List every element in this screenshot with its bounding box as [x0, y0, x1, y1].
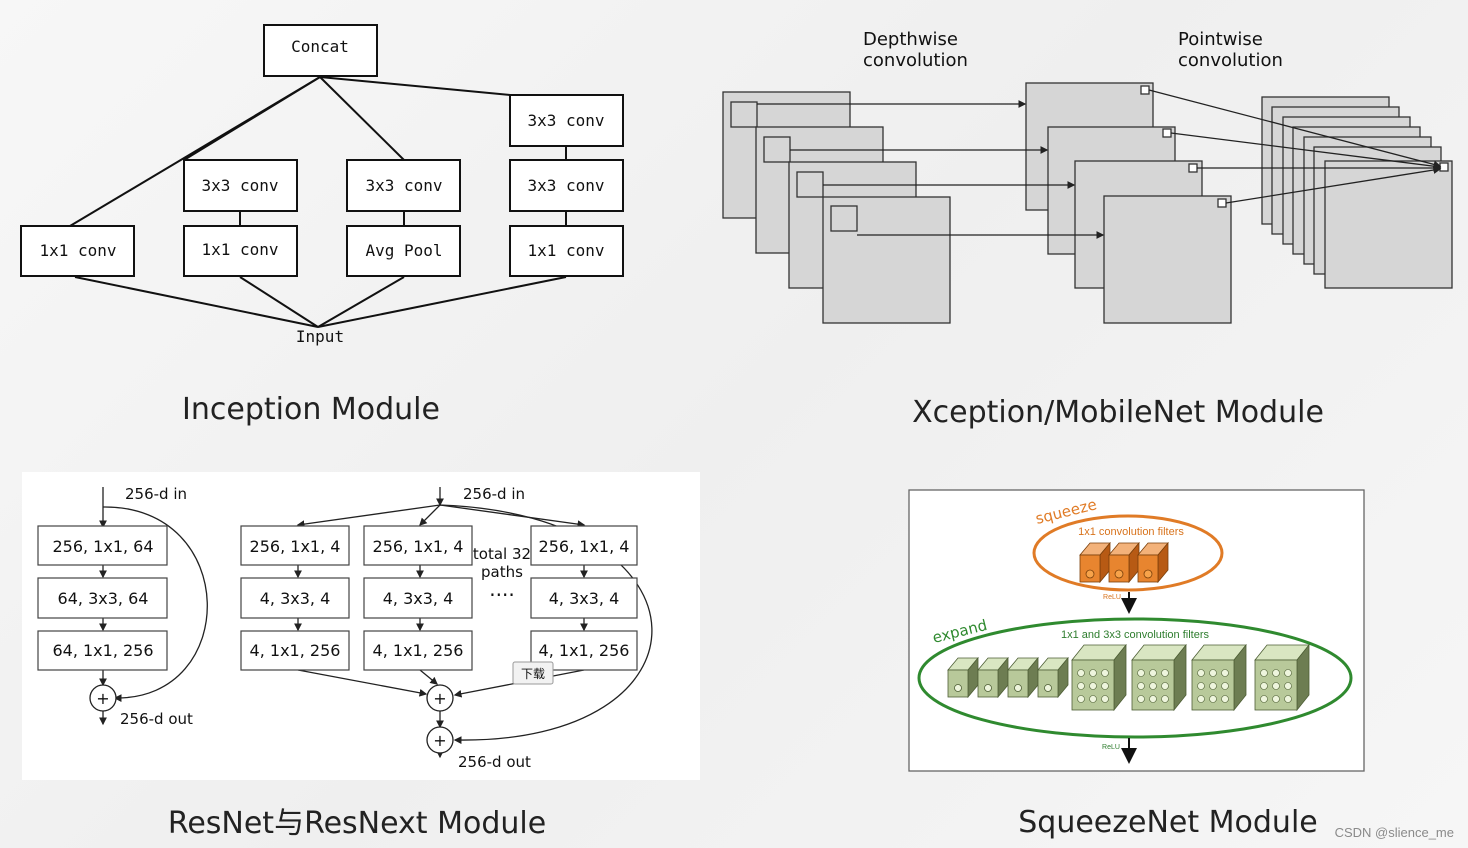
resnet-out-label: 256-d out [120, 710, 193, 728]
conv3x3-box-b4-top [509, 94, 624, 147]
squeezenet-caption: SqueezeNet Module [1018, 805, 1318, 840]
xception-diagram [722, 82, 1453, 324]
download-tooltip[interactable]: 下载 [512, 661, 554, 685]
avgpool-box [346, 225, 461, 277]
xception-arrows [757, 89, 1442, 239]
input-label: Input [296, 327, 344, 346]
resnext-p3-block-2: 4, 3x3, 4 [549, 589, 620, 608]
resnext-out-label: 256-d out [458, 753, 531, 771]
conv3x3-label: 3x3 conv [201, 176, 278, 195]
depthwise-label: Depthwise [863, 29, 958, 50]
conv3x3-box-b2 [183, 159, 298, 212]
inception-boxes [20, 24, 624, 277]
relu-label-top: ReLU [1103, 594, 1121, 601]
conv1x1-label: 1x1 conv [201, 240, 278, 259]
resnet-in-label: 256-d in [125, 485, 187, 503]
conv1x1-label: 1x1 conv [527, 241, 604, 260]
resnext-in-label: 256-d in [463, 485, 525, 503]
pointwise-label-2: convolution [1178, 50, 1283, 71]
conv3x3-box-b3 [346, 159, 461, 212]
resnet-diagram [89, 487, 653, 759]
resnext-p2-block-2: 4, 3x3, 4 [383, 589, 454, 608]
concat-box [263, 24, 378, 77]
ellipsis-dots: ···· [489, 583, 514, 607]
pointwise-label: Pointwise [1178, 29, 1263, 50]
conv1x1-box-left [20, 225, 135, 277]
conv3x3-label: 3x3 conv [527, 176, 604, 195]
resnext-p3-block-1: 256, 1x1, 4 [539, 537, 630, 556]
resnext-plus-2: + [433, 731, 446, 750]
resnext-p1-block-2: 4, 3x3, 4 [260, 589, 331, 608]
resnext-p1-block-1: 256, 1x1, 4 [250, 537, 341, 556]
resnet-plus: + [96, 689, 109, 708]
conv3x3-label: 3x3 conv [365, 176, 442, 195]
watermark: CSDN @slience_me [1334, 825, 1454, 840]
resnext-p2-block-3: 4, 1x1, 256 [373, 641, 464, 660]
avgpool-label: Avg Pool [365, 241, 442, 260]
total-paths-label-2: paths [481, 563, 523, 581]
total-paths-label: total 32 [473, 545, 531, 563]
download-tooltip-label: 下载 [521, 667, 545, 681]
inception-diagram [69, 76, 567, 328]
conv1x1-box-b4 [509, 225, 624, 277]
squeezenet-diagram [917, 514, 1353, 764]
squeeze-filters-label: 1x1 convolution filters [1078, 526, 1184, 538]
xception-caption: Xception/MobileNet Module [912, 395, 1324, 430]
resnext-p1-block-3: 4, 1x1, 256 [250, 641, 341, 660]
conv1x1-label: 1x1 conv [39, 241, 116, 260]
inception-caption: Inception Module [182, 392, 440, 427]
expand-filters-label: 1x1 and 3x3 convolution filters [1061, 629, 1209, 641]
conv3x3-box-b4 [509, 159, 624, 212]
concat-label: Concat [291, 37, 349, 56]
conv3x3-label: 3x3 conv [527, 111, 604, 130]
resnext-p2-block-1: 256, 1x1, 4 [373, 537, 464, 556]
resnet-panel [22, 472, 700, 780]
resnet-block-2: 64, 3x3, 64 [58, 589, 149, 608]
relu-label-bottom: ReLU [1102, 744, 1120, 751]
conv1x1-box-b2 [183, 225, 298, 277]
resnet-caption: ResNet与ResNext Module [168, 806, 546, 841]
squeezenet-panel [908, 489, 1365, 772]
resnext-plus-1: + [433, 689, 446, 708]
resnext-p3-block-3: 4, 1x1, 256 [539, 641, 630, 660]
depthwise-label-2: convolution [863, 50, 968, 71]
resnet-block-1: 256, 1x1, 64 [52, 537, 153, 556]
resnet-block-3: 64, 1x1, 256 [52, 641, 153, 660]
resnet-boxes [37, 525, 638, 671]
